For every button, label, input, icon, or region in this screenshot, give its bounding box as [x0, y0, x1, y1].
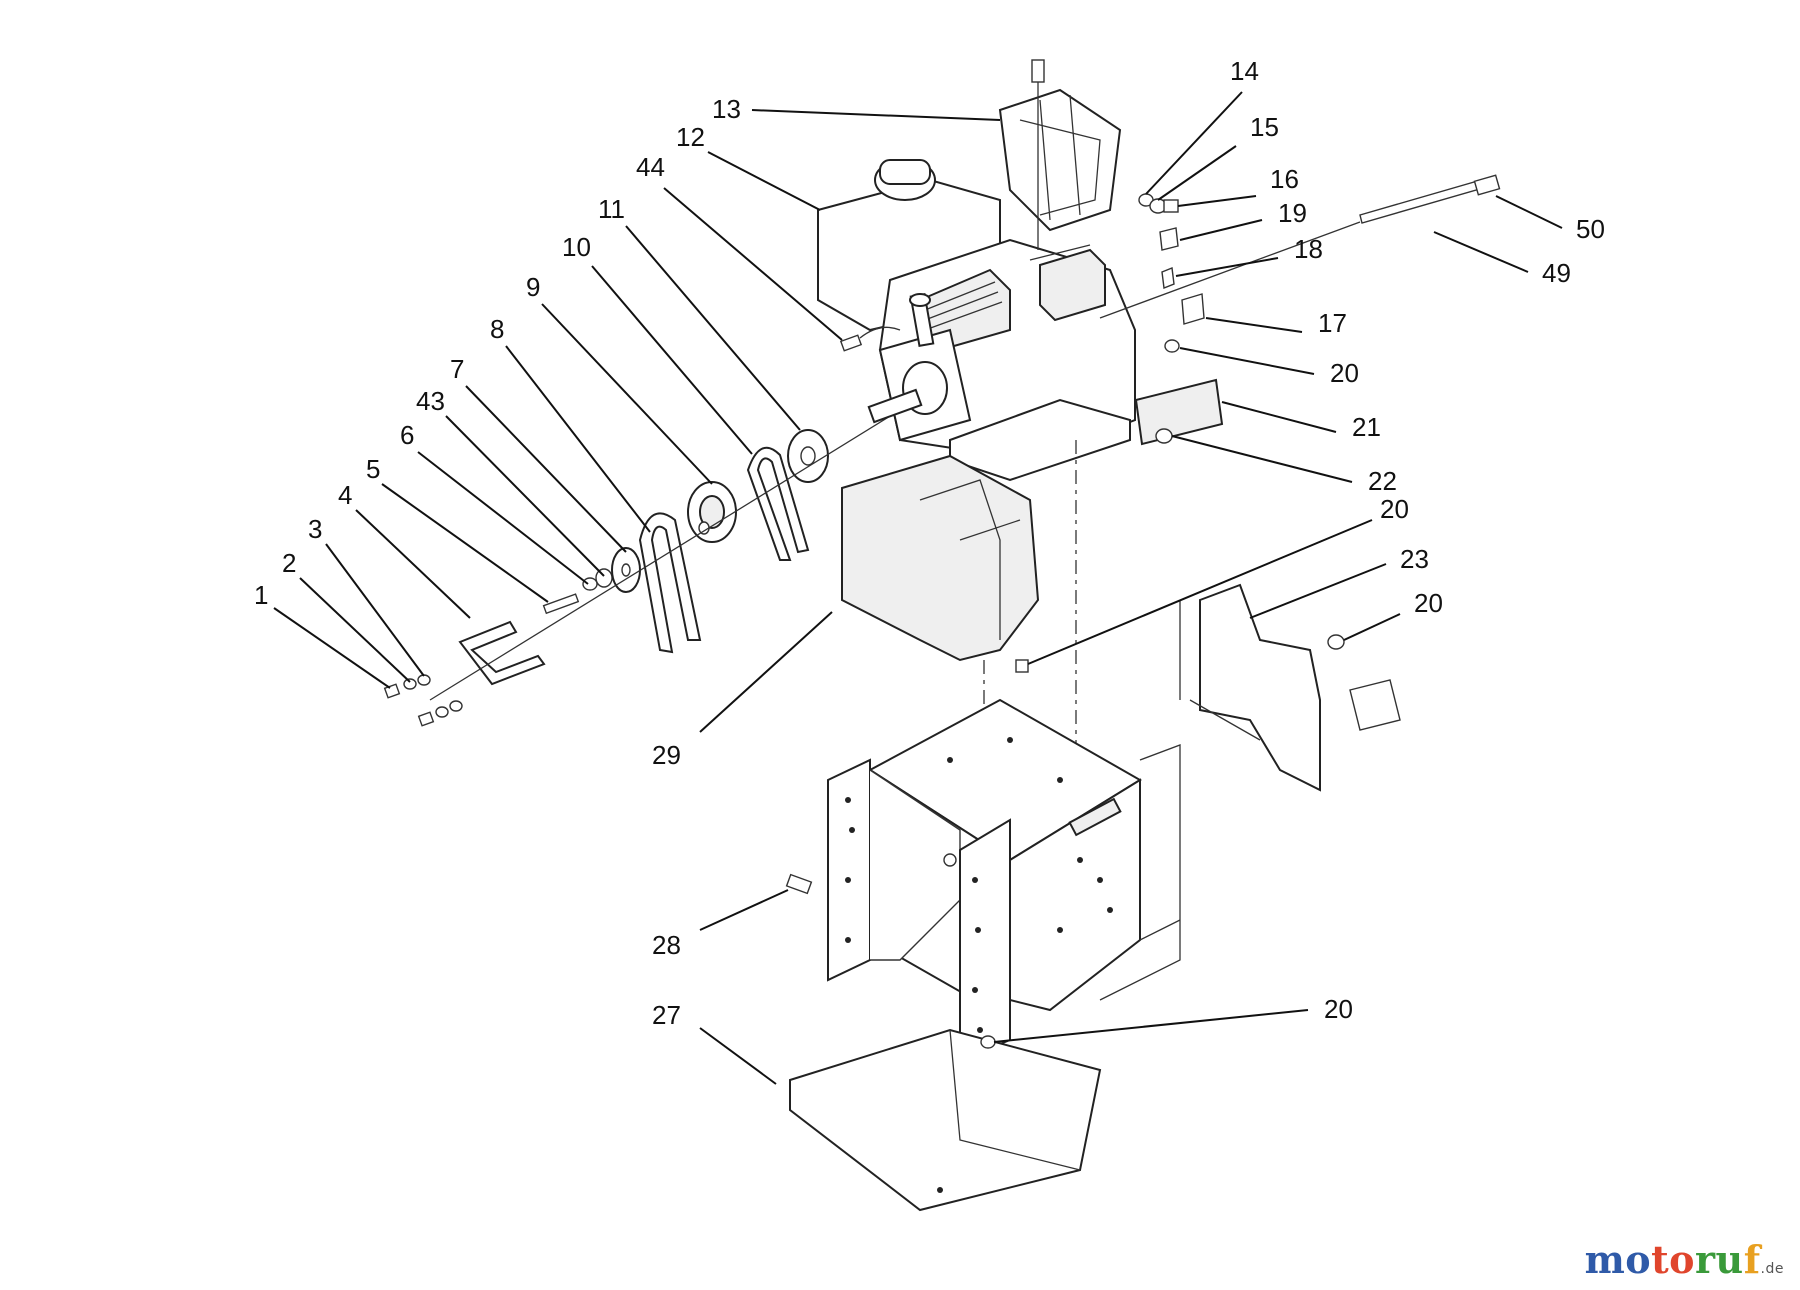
- callout-label-c22: 22: [1368, 466, 1397, 496]
- callout-label-c20b: 20: [1380, 494, 1409, 524]
- watermark-suffix: .de: [1760, 1261, 1784, 1277]
- leader-line-c3: [325, 543, 425, 677]
- decal-21: [1134, 378, 1224, 446]
- leader-line-c49: [1433, 231, 1529, 273]
- screw-20-a: [1164, 339, 1180, 353]
- leader-line-c11: [625, 225, 801, 431]
- leader-line-c12: [707, 151, 821, 211]
- callout-label-c28: 28: [652, 930, 681, 960]
- callout-label-c16: 16: [1270, 164, 1299, 194]
- bolt-and-washers: [542, 568, 613, 615]
- watermark-part-4: f: [1743, 1237, 1761, 1282]
- callout-label-c5: 5: [366, 454, 380, 484]
- leader-line-c19: [1179, 219, 1263, 241]
- leader-line-c29: [699, 611, 833, 733]
- leader-line-c6: [417, 451, 589, 585]
- drive-belt-1: [638, 512, 702, 654]
- leader-line-c20d: [993, 1009, 1309, 1043]
- drive-belt-2: [746, 446, 810, 561]
- callout-label-c20a: 20: [1330, 358, 1359, 388]
- rod-axis-line: [1099, 221, 1361, 319]
- callout-label-c44: 44: [636, 152, 665, 182]
- leader-line-c20c: [1343, 613, 1401, 641]
- callout-layer: 1234564378910114412131415161918172021222…: [254, 56, 1605, 1085]
- belt-cover: [841, 454, 1040, 662]
- bracket-23: [1179, 583, 1401, 792]
- watermark-part-3: ru: [1695, 1237, 1744, 1282]
- callout-label-c13: 13: [712, 94, 741, 124]
- leader-line-c7: [465, 385, 627, 553]
- watermark-logo: motoruf.de: [1585, 1237, 1784, 1282]
- callout-label-c19: 19: [1278, 198, 1307, 228]
- callout-label-c23: 23: [1400, 544, 1429, 574]
- belt-guide-bracket: [458, 620, 546, 686]
- control-rod: [1359, 174, 1501, 224]
- wire-guard: [998, 59, 1122, 261]
- callout-label-c9: 9: [526, 272, 540, 302]
- callout-label-c8: 8: [490, 314, 504, 344]
- leader-line-c9: [541, 303, 713, 485]
- engine-assembly: [817, 159, 1136, 482]
- leader-line-c43: [445, 415, 605, 577]
- leader-line-c27: [699, 1027, 777, 1085]
- bolt-washer-set-left: [383, 674, 463, 727]
- leader-line-c2: [299, 577, 411, 683]
- decals-small: [1159, 227, 1205, 325]
- callout-label-c11: 11: [598, 194, 625, 224]
- leader-line-c10: [591, 265, 753, 455]
- leader-line-c21: [1221, 401, 1337, 433]
- engine-pulley: [787, 429, 829, 483]
- bolt-28: [785, 873, 813, 895]
- leader-line-c20a: [1179, 347, 1315, 375]
- callout-label-c2: 2: [282, 548, 296, 578]
- leader-line-c8: [505, 345, 651, 533]
- callout-label-c7: 7: [450, 354, 464, 384]
- callout-label-c15: 15: [1250, 112, 1279, 142]
- leader-line-c23: [1249, 563, 1387, 619]
- bottom-pan: [789, 1028, 1102, 1212]
- leader-line-c44: [663, 187, 843, 341]
- callout-label-c49: 49: [1542, 258, 1571, 288]
- side-plate-right: [959, 818, 1011, 1062]
- leader-line-c16: [1177, 195, 1257, 207]
- watermark-part-2: to: [1651, 1237, 1696, 1282]
- leader-line-c22: [1171, 435, 1353, 483]
- leader-line-c20b: [1027, 519, 1373, 665]
- guard-fasteners: [1138, 193, 1179, 214]
- callout-label-c1: 1: [254, 580, 268, 610]
- callout-label-c29: 29: [652, 740, 681, 770]
- screw-20-b: [1015, 659, 1029, 673]
- leader-line-c1: [273, 607, 391, 689]
- callout-label-c27: 27: [652, 1000, 681, 1030]
- callout-label-c20d: 20: [1324, 994, 1353, 1024]
- leader-line-c18: [1175, 257, 1279, 277]
- screw-20-c: [1327, 634, 1345, 650]
- leader-line-c28: [699, 889, 789, 931]
- callout-label-c12: 12: [676, 122, 705, 152]
- nut-22: [1155, 428, 1173, 444]
- leader-line-c50: [1495, 195, 1563, 229]
- callout-label-c10: 10: [562, 232, 591, 262]
- callout-label-c4: 4: [338, 480, 352, 510]
- leader-line-c5: [381, 483, 549, 603]
- callout-label-c21: 21: [1352, 412, 1381, 442]
- leader-line-c13: [751, 109, 1001, 121]
- leader-line-c15: [1157, 145, 1237, 201]
- leader-line-c4: [355, 509, 471, 619]
- callout-label-c20c: 20: [1414, 588, 1443, 618]
- callout-label-c6: 6: [400, 420, 414, 450]
- callout-label-c50: 50: [1576, 214, 1605, 244]
- large-pulley: [687, 481, 737, 543]
- callout-label-c3: 3: [308, 514, 322, 544]
- callout-label-c43: 43: [416, 386, 445, 416]
- leader-line-c17: [1205, 317, 1303, 333]
- screw-20-d: [980, 1035, 996, 1049]
- callout-label-c14: 14: [1230, 56, 1259, 86]
- watermark-part-1: mo: [1584, 1237, 1652, 1282]
- callout-label-c18: 18: [1294, 234, 1323, 264]
- callout-label-c17: 17: [1318, 308, 1347, 338]
- leader-line-c14: [1145, 91, 1243, 195]
- shaft-axis-line: [429, 409, 901, 701]
